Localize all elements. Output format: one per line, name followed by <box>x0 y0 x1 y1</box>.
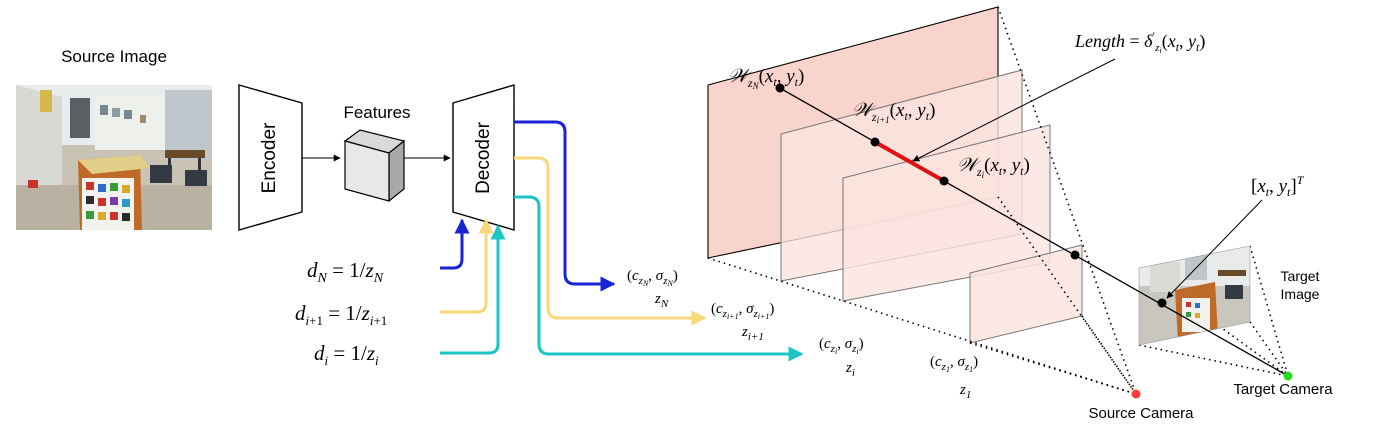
output-label-czi: (czi, σzi) <box>819 336 864 356</box>
output-label-zi: zi <box>845 360 855 379</box>
point-wzi <box>939 176 949 186</box>
target-image-border <box>1138 245 1251 346</box>
output-label-zi1: zi+1 <box>741 324 764 343</box>
target-image <box>1139 246 1250 345</box>
length-pointer-arrow <box>912 58 1116 162</box>
depth-label-di1: di+1 = 1/zi+1 <box>295 301 387 328</box>
ray-line <box>777 86 1289 377</box>
label-wzi: 𝒲zi(xt, yt) <box>957 154 1030 180</box>
output-label-zN: zN <box>654 291 669 310</box>
features-cube <box>343 129 406 203</box>
point-z1 <box>1070 250 1080 260</box>
output-arrow-zi1 <box>514 156 707 326</box>
source-camera-dot <box>1131 389 1141 399</box>
target-camera-label: Target Camera <box>1233 381 1333 398</box>
output-label-cz1: (cz1, σz1) <box>930 354 978 374</box>
output-label-z1: z1 <box>959 382 971 401</box>
label-length: Length = δ′zi(xt, yt) <box>1074 29 1205 55</box>
target-frustum <box>1138 245 1289 377</box>
encoder-block <box>238 84 303 231</box>
label-wzN: 𝒲zN(xt, yt) <box>728 65 804 91</box>
target-camera-dot <box>1283 371 1293 381</box>
features-label: Features <box>343 103 410 122</box>
ray-segment-length <box>874 140 945 183</box>
source-image-title: Source Image <box>61 47 167 66</box>
input-arrow-di <box>440 224 506 355</box>
source-camera-label: Source Camera <box>1088 405 1194 422</box>
output-label-czi1: (czi+1, σzi+1) <box>711 301 774 321</box>
depth-label-di: di = 1/zi <box>314 341 379 368</box>
input-arrow-di1 <box>440 218 494 314</box>
input-arrow-dN <box>440 218 470 270</box>
target-image-label-line1: Target <box>1281 268 1320 284</box>
label-xy-target: [xt, yt]T <box>1251 173 1305 199</box>
output-arrow-zN <box>514 120 616 292</box>
decoder-block <box>452 84 515 231</box>
xy-pointer-arrow <box>1166 199 1263 299</box>
depth-label-dN: dN = 1/zN <box>307 258 384 286</box>
label-wzi1: 𝒲zi+1(xt, yt) <box>852 99 935 125</box>
output-label-czN: (czN, σzN) <box>627 268 678 288</box>
output-arrow-zi <box>514 195 804 362</box>
point-xy-target <box>1157 298 1167 308</box>
decoder-label: Decoder <box>473 121 494 193</box>
point-wzN <box>775 83 785 93</box>
encoder-label: Encoder <box>259 122 280 193</box>
target-image-label-line2: Image <box>1281 286 1320 302</box>
source-frustum <box>707 6 1137 395</box>
point-wzi1 <box>870 137 880 147</box>
source-image <box>16 85 212 230</box>
